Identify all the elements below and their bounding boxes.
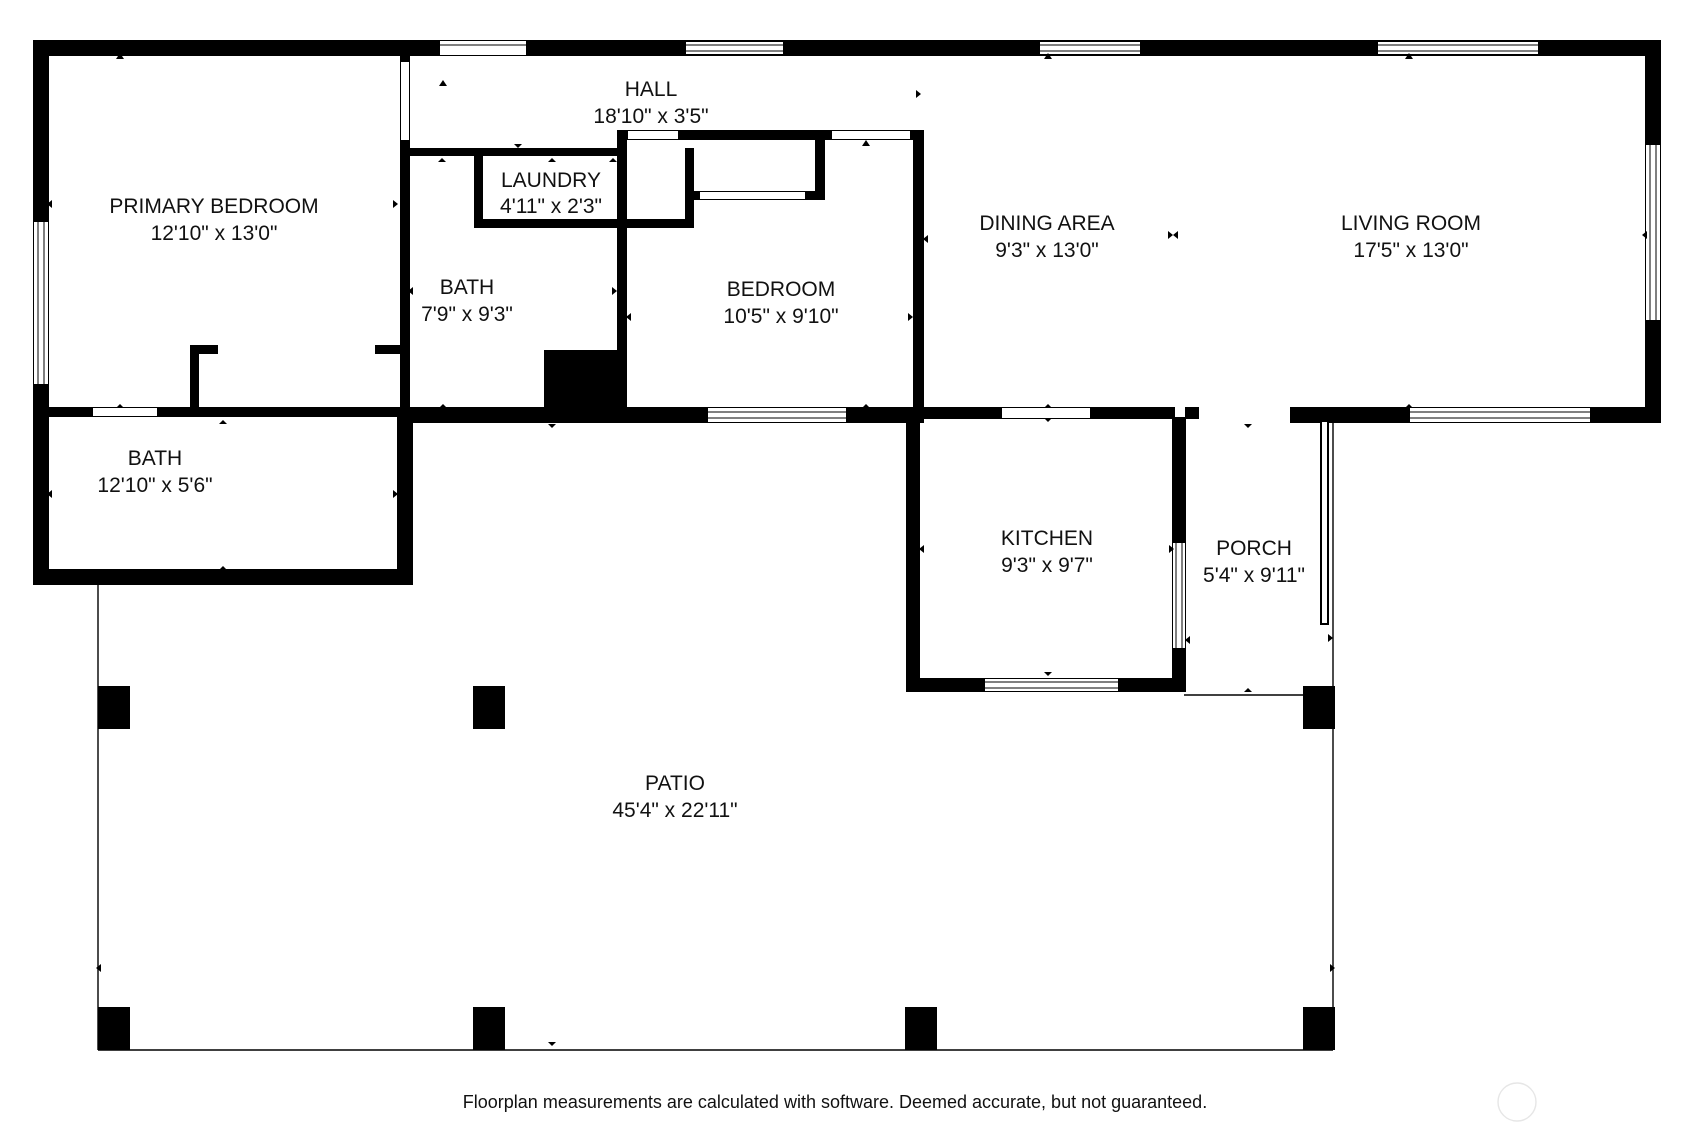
room-name: LIVING ROOM [1341,212,1481,235]
room-bedroom: BEDROOM 10'5" x 9'10" [723,278,838,328]
room-dimensions: 4'11" x 2'3" [500,195,602,218]
room-bath-primary: BATH 12'10" x 5'6" [97,447,212,497]
windows [34,41,1660,691]
room-name: LAUNDRY [501,169,601,192]
room-dimensions: 18'10" x 3'5" [593,105,708,128]
room-hall: HALL 18'10" x 3'5" [593,78,708,128]
room-name: PORCH [1216,537,1292,560]
room-dimensions: 12'10" x 13'0" [151,222,278,245]
room-name: HALL [625,78,678,101]
room-dimensions: 10'5" x 9'10" [723,305,838,328]
patio-outline [97,420,1334,1051]
room-name: PRIMARY BEDROOM [109,195,318,218]
room-primary-bedroom: PRIMARY BEDROOM 12'10" x 13'0" [109,195,318,245]
room-dining-area: DINING AREA 9'3" x 13'0" [979,212,1114,262]
patio-posts [98,686,1335,1050]
room-name: BATH [440,276,494,299]
room-name: KITCHEN [1001,527,1093,550]
room-dimensions: 9'3" x 13'0" [995,239,1099,262]
room-dimensions: 17'5" x 13'0" [1353,239,1468,262]
room-dimensions: 12'10" x 5'6" [97,474,212,497]
room-name: BEDROOM [727,278,836,301]
room-laundry: LAUNDRY 4'11" x 2'3" [500,169,602,218]
room-patio: PATIO 45'4" x 22'11" [612,772,737,822]
disclaimer-text: Floorplan measurements are calculated wi… [463,1092,1207,1112]
room-name: DINING AREA [979,212,1114,235]
measure-markers [47,53,1647,1046]
room-porch: PORCH 5'4" x 9'11" [1203,537,1305,587]
room-bath-main: BATH 7'9" x 9'3" [421,276,513,326]
room-name: BATH [128,447,182,470]
room-dimensions: 9'3" x 9'7" [1001,554,1093,577]
room-dimensions: 7'9" x 9'3" [421,303,513,326]
room-kitchen: KITCHEN 9'3" x 9'7" [1001,527,1093,577]
room-dimensions: 5'4" x 9'11" [1203,564,1305,587]
room-name: PATIO [645,772,705,795]
room-dimensions: 45'4" x 22'11" [612,799,737,822]
room-living-room: LIVING ROOM 17'5" x 13'0" [1341,212,1481,262]
watermark-logo-icon [1497,1082,1537,1122]
